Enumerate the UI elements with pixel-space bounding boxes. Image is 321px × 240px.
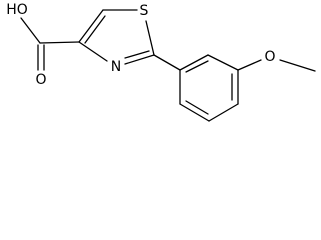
bond-ar-5-6 [179,103,210,122]
bond-n-c4 [78,41,108,62]
bond-s-c2 [145,20,155,56]
bond-ar-2-3 [207,54,239,71]
bond-ar-5-6-inner [185,100,209,115]
bond-ar-1-2 [179,54,209,71]
bond-thiazole-phenyl [153,54,181,71]
bond-ar-4-5 [208,103,239,122]
bond-ar-1-2-inner [185,60,209,73]
bond-c2-n-double-b [124,50,150,59]
bond-o-ch3 [279,59,316,72]
chemical-structure: HO O S N O [6,2,316,122]
bond-c2-n-double-a [124,54,155,65]
carbonyl-oxygen-label: O [35,72,46,88]
bond-c4-c5-double-a [78,9,104,43]
bond-c-oh [20,17,41,44]
ether-oxygen-label: O [264,49,275,65]
bond-carboxyl-ring [39,41,80,44]
bond-ar-o [237,59,262,71]
hydroxyl-label: HO [6,2,28,18]
bond-c4-c5-double-b [84,15,106,44]
sulfur-label: S [140,3,149,19]
nitrogen-label: N [111,59,121,75]
